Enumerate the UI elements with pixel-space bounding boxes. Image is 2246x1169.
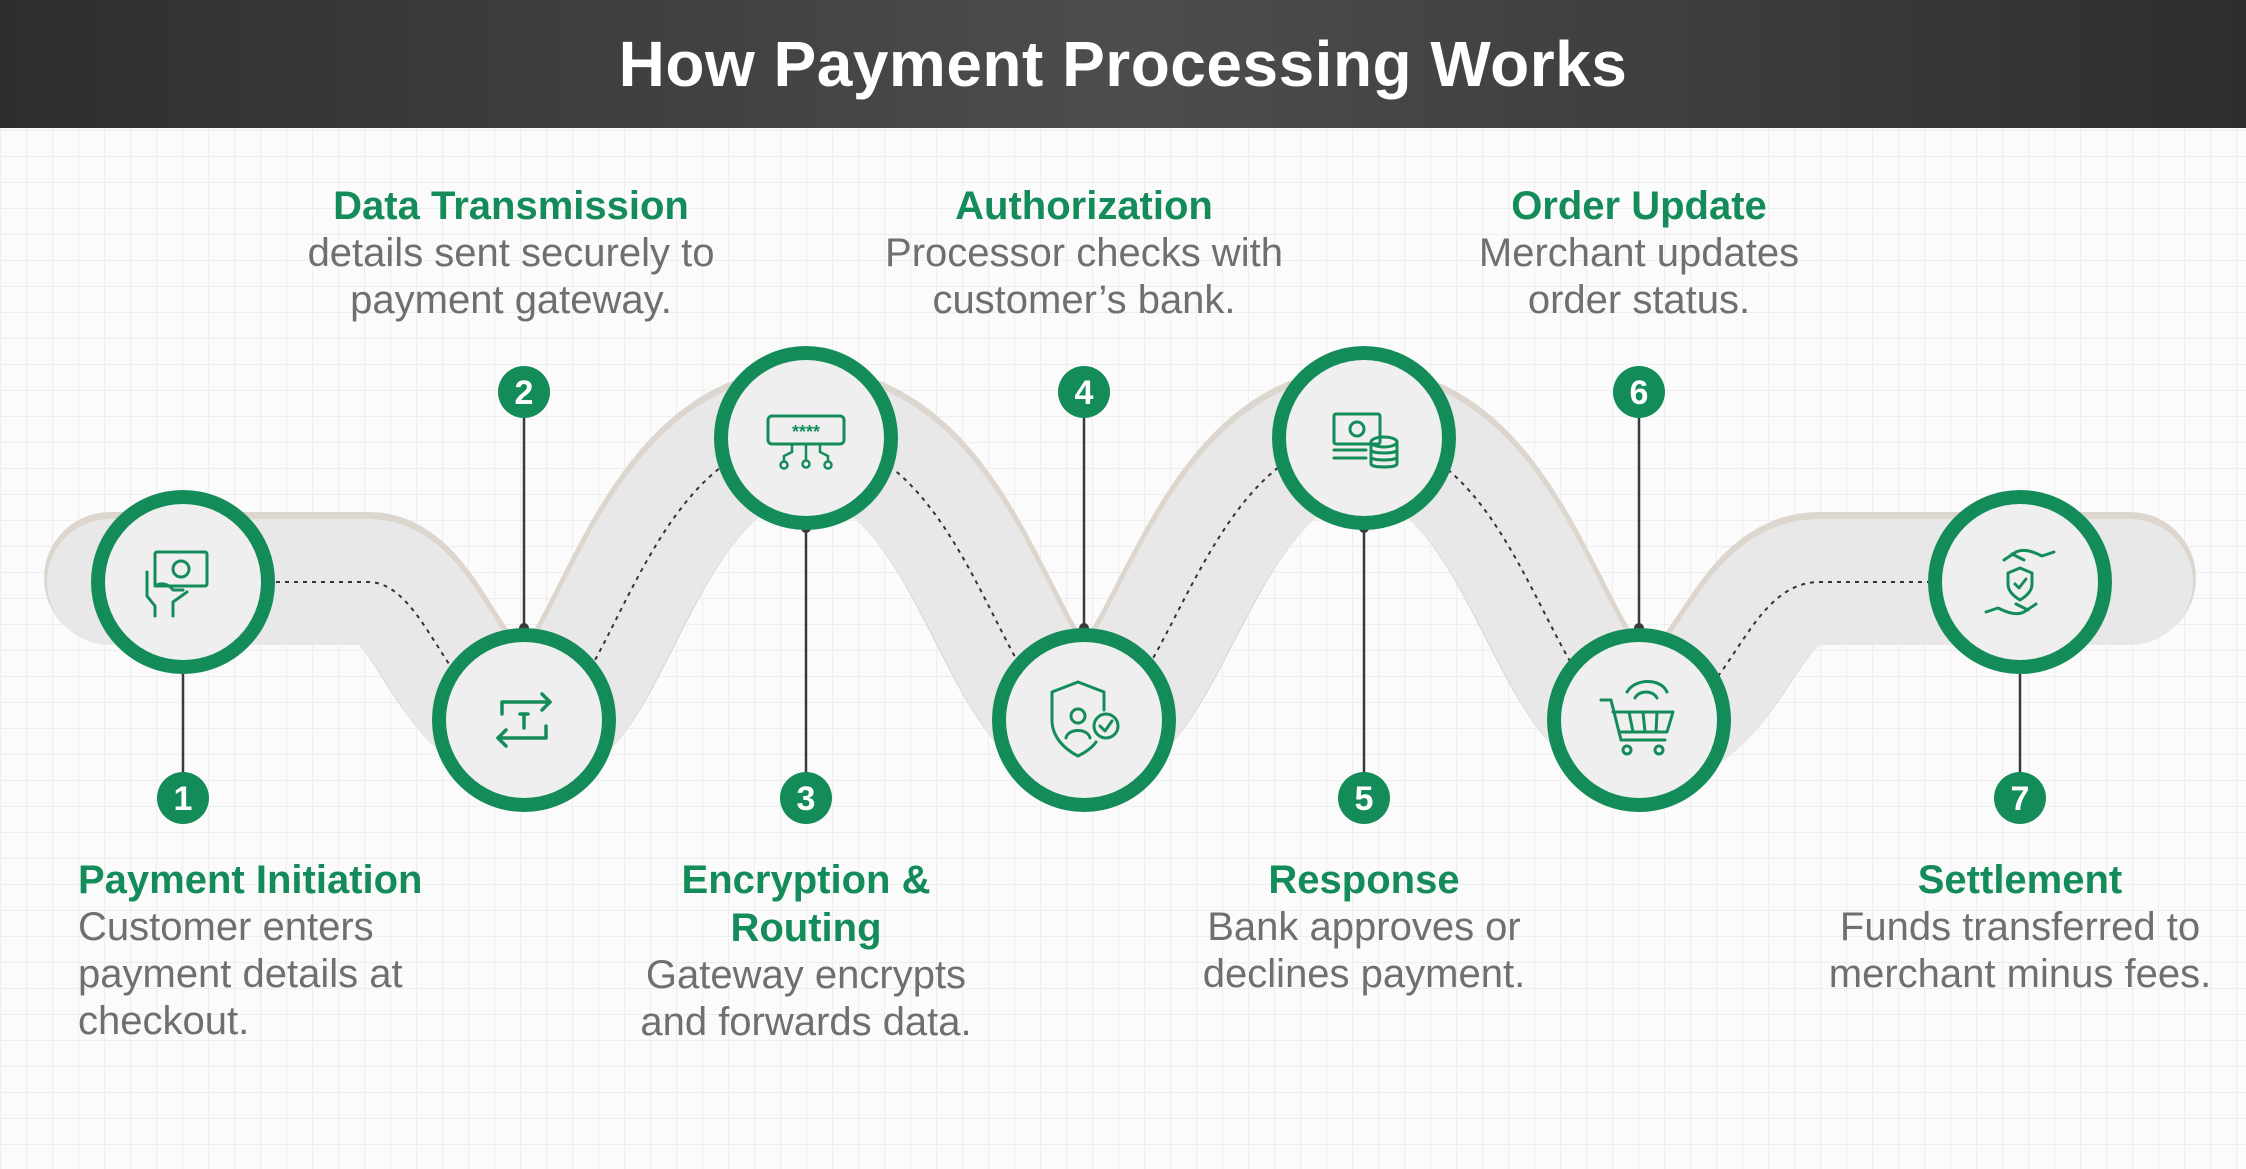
step-badge-1: 1	[157, 772, 209, 824]
step-node-7	[1928, 490, 2112, 674]
step-node-3: ****	[714, 346, 898, 530]
step-badge-3: 3	[780, 772, 832, 824]
cash-payment-icon	[145, 550, 209, 618]
step-badge-6: 6	[1613, 366, 1665, 418]
step-description-3: Gateway encrypts and forwards data.	[640, 953, 972, 1044]
step-label-6: Order Update Merchant updates order stat…	[1439, 182, 1839, 324]
money-coins-icon	[1332, 412, 1399, 469]
svg-text:5: 5	[1355, 780, 1374, 818]
step-title-2: Data Transmission	[333, 184, 689, 228]
svg-text:7: 7	[2011, 780, 2030, 818]
svg-text:1: 1	[174, 780, 193, 818]
step-title-3: Encryption & Routing	[681, 858, 931, 950]
transfer-arrows-icon	[496, 692, 552, 748]
step-description-7: Funds transferred to merchant minus fees…	[1828, 905, 2212, 996]
step-title-5: Response	[1268, 858, 1460, 902]
svg-text:2: 2	[515, 374, 534, 412]
pointer-lines	[181, 418, 2022, 776]
step-label-2: Data Transmission details sent securely …	[306, 182, 716, 324]
step-badge-2: 2	[498, 366, 550, 418]
step-badge-7: 7	[1994, 772, 2046, 824]
step-description-5: Bank approves or declines payment.	[1202, 905, 1526, 996]
step-badge-5: 5	[1338, 772, 1390, 824]
svg-text:****: ****	[792, 422, 820, 442]
svg-text:3: 3	[797, 780, 816, 818]
hands-shield-icon	[1984, 548, 2056, 616]
step-node-6	[1547, 628, 1731, 812]
password-network-icon: ****	[766, 414, 846, 470]
title-banner: How Payment Processing Works	[0, 0, 2246, 128]
svg-text:4: 4	[1075, 374, 1094, 412]
step-label-4: Authorization Processor checks with cust…	[864, 182, 1304, 324]
step-node-4	[992, 628, 1176, 812]
step-node-2	[432, 628, 616, 812]
step-node-1	[91, 490, 275, 674]
shield-user-check-icon	[1050, 680, 1120, 758]
step-label-7: Settlement Funds transferred to merchant…	[1820, 856, 2220, 998]
step-title-1: Payment Initiation	[78, 858, 423, 902]
step-label-5: Response Bank approves or declines payme…	[1164, 856, 1564, 998]
page-title: How Payment Processing Works	[618, 28, 1628, 100]
step-description-4: Processor checks with customer’s bank.	[885, 231, 1283, 322]
step-title-7: Settlement	[1917, 858, 2123, 902]
step-description-2: details sent securely to payment gateway…	[307, 231, 715, 322]
step-label-3: Encryption & Routing Gateway encrypts an…	[606, 856, 1006, 1046]
step-title-6: Order Update	[1511, 184, 1767, 228]
step-badge-4: 4	[1058, 366, 1110, 418]
svg-text:6: 6	[1630, 374, 1649, 412]
wireless-cart-icon	[1599, 680, 1675, 756]
step-description-6: Merchant updates order status.	[1478, 231, 1800, 322]
step-node-5	[1272, 346, 1456, 530]
step-label-1: Payment Initiation Customer enters payme…	[78, 856, 458, 1045]
step-description-1: Customer enters payment details at check…	[78, 905, 403, 1043]
step-title-4: Authorization	[955, 184, 1213, 228]
